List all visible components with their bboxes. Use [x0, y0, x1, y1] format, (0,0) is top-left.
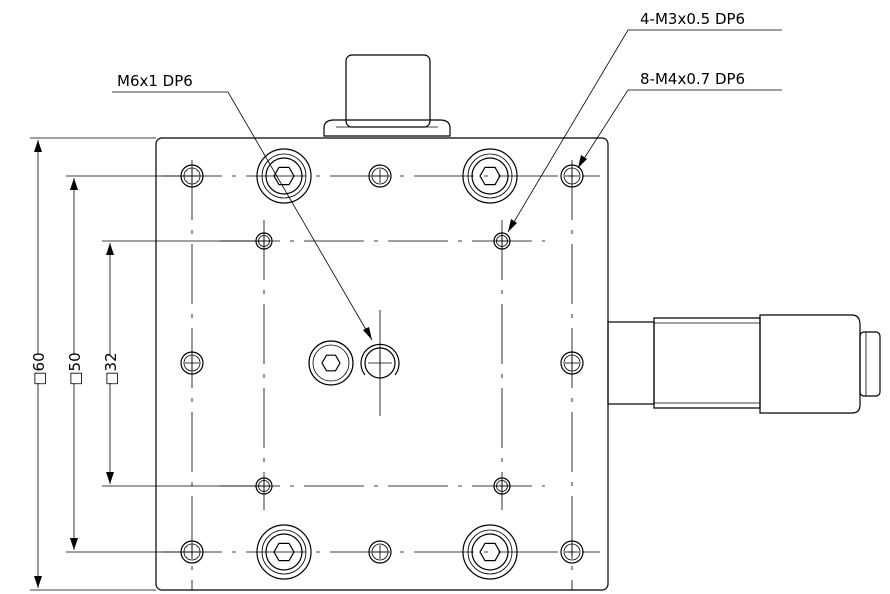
leader-m3	[507, 29, 782, 233]
dimension-inner	[100, 243, 120, 484]
center-screw	[308, 340, 354, 386]
dim-label-50: □50	[66, 352, 84, 385]
extension-lines	[30, 137, 264, 591]
m3-holes	[255, 232, 511, 495]
dimension-middle	[64, 178, 84, 550]
m6-hole	[360, 343, 400, 379]
top-knob	[323, 54, 451, 137]
callout-m4: 8-M4x0.7 DP6	[640, 70, 745, 88]
callout-m3: 4-M3x0.5 DP6	[640, 10, 745, 28]
dimension-outer	[28, 140, 48, 588]
center-lines	[162, 160, 600, 590]
dim-label-32: □32	[102, 352, 120, 385]
counterbore-screws	[256, 148, 518, 580]
callout-m6: M6x1 DP6	[117, 72, 193, 90]
micrometer-head	[607, 314, 881, 414]
leader-m4	[577, 89, 782, 169]
plate-outline	[155, 137, 609, 591]
leader-m6	[112, 91, 373, 341]
dim-label-60: □60	[30, 352, 48, 385]
m4-holes	[180, 164, 584, 564]
